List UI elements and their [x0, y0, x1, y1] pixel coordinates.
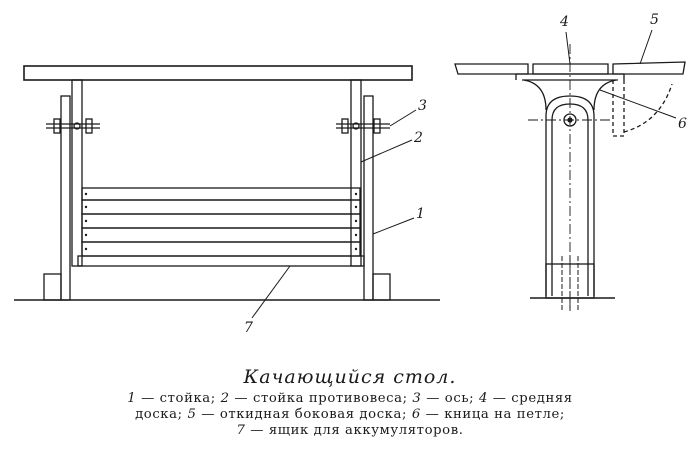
swinging-table-drawing: 1 2 3 7 4 5 6: [14, 12, 687, 336]
side-bolts: [561, 256, 579, 312]
front-foot-right: [372, 273, 391, 301]
front-counterweight-post-left: [71, 79, 83, 267]
label-1: 1: [416, 206, 425, 222]
legend-line-3: 7 — ящик для аккумуляторов.: [236, 423, 464, 438]
side-left-folding-board: [454, 63, 529, 75]
side-folded-board-dashed: [612, 80, 625, 137]
leader-7: [251, 265, 291, 319]
side-axle: [563, 113, 577, 127]
front-axle-right: [336, 118, 390, 134]
label-6: 6: [678, 116, 687, 132]
side-center-board: [532, 63, 609, 75]
side-swing-arc-dashed: [623, 83, 673, 133]
leader-3: [389, 109, 417, 127]
side-knee-left: [523, 79, 547, 111]
side-view: [454, 29, 686, 312]
side-pedestal: [545, 95, 595, 296]
label-2: 2: [413, 130, 423, 146]
side-knee-right: [593, 79, 617, 111]
leader-5: [639, 29, 653, 65]
front-axle-left: [46, 118, 100, 134]
front-table-top: [23, 65, 413, 81]
front-post-left: [60, 95, 71, 301]
front-battery-box: [77, 187, 365, 267]
leader-6: [599, 89, 677, 119]
figure-legend: 1 — стойка; 2 — стойка противовеса; 3 — …: [60, 391, 640, 439]
legend-line-2: доска; 5 — откидная боковая доска; 6 — к…: [135, 407, 565, 422]
figure-caption-title: Качающийся стол.: [243, 366, 457, 388]
front-foot-left: [43, 273, 62, 301]
front-view: [14, 65, 440, 319]
label-5: 5: [650, 12, 659, 28]
leader-1: [372, 217, 415, 235]
front-post-right: [363, 95, 374, 301]
side-arch-inner: [551, 103, 589, 296]
label-4: 4: [559, 14, 569, 30]
legend-line-1: 1 — стойка; 2 — стойка противовеса; 3 — …: [127, 391, 573, 406]
label-7: 7: [244, 320, 253, 336]
leader-2: [360, 139, 413, 163]
side-right-folding-board: [612, 61, 686, 75]
leader-4: [565, 31, 571, 65]
label-3: 3: [418, 98, 427, 114]
